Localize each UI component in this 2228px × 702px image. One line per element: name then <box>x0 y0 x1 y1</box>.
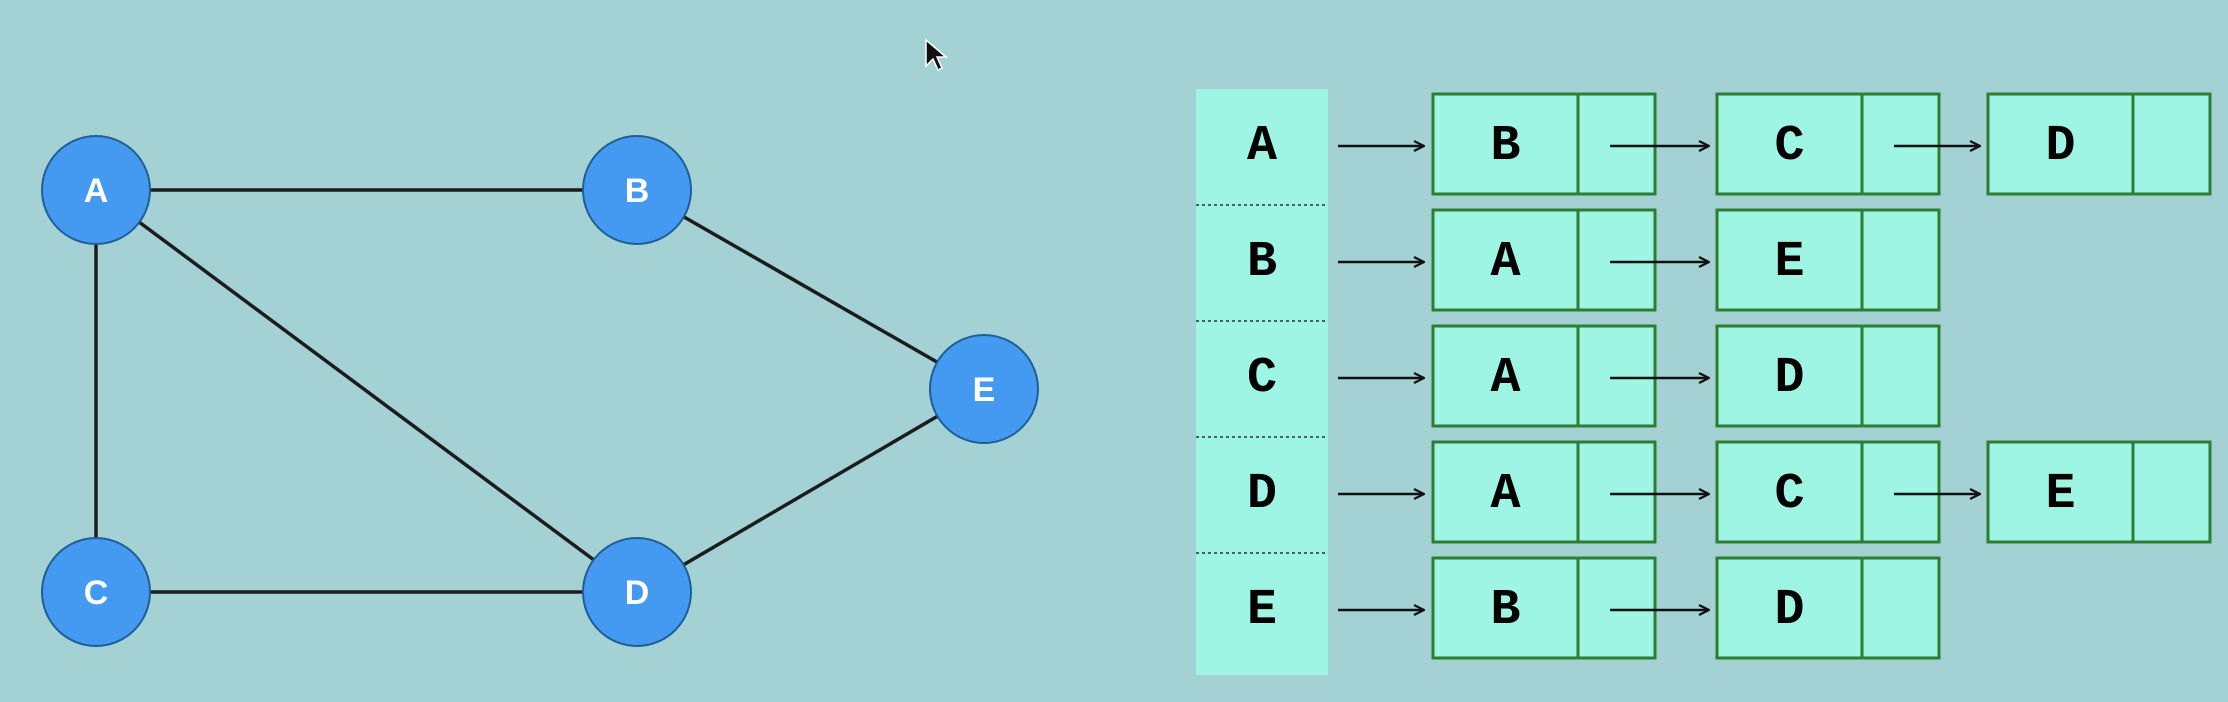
node-circle <box>41 537 151 647</box>
head-a: A <box>1247 118 1277 175</box>
list-node-value: B <box>1490 118 1520 175</box>
edge-d-e <box>636 387 985 594</box>
list-node-box <box>1986 92 2212 196</box>
list-node-value: C <box>1774 118 1804 175</box>
list-node-box <box>1715 92 1941 196</box>
list-node-d-c: C <box>1715 440 1980 544</box>
edge-b-e <box>636 188 985 391</box>
list-node-b-a: A <box>1431 208 1709 312</box>
head-d: D <box>1247 466 1277 523</box>
node-a: A <box>41 135 151 245</box>
list-node-d-e: E <box>1986 440 2212 544</box>
list-node-e-d: D <box>1715 556 1941 660</box>
node-label: B <box>625 172 650 210</box>
node-label: D <box>625 574 650 612</box>
adjacency-list-panel: A B C D E B C D A E A D A C E B D <box>1196 89 2212 675</box>
list-node-box <box>1431 440 1657 544</box>
node-circle <box>929 334 1039 444</box>
list-node-value: C <box>1774 466 1804 523</box>
node-d: D <box>582 537 692 647</box>
list-node-c-a: A <box>1431 324 1709 428</box>
head-column: A B C D E <box>1196 89 1328 675</box>
node-circle <box>582 537 692 647</box>
head-c: C <box>1247 350 1277 407</box>
head-e: E <box>1247 582 1277 639</box>
node-e: E <box>929 334 1039 444</box>
list-node-value: A <box>1490 234 1520 291</box>
nodes-layer: A B C D E <box>41 135 1039 647</box>
list-node-value: D <box>1774 582 1804 639</box>
node-label: E <box>973 371 996 409</box>
node-c: C <box>41 537 151 647</box>
edge-a-d <box>94 188 639 594</box>
mouse-cursor-icon <box>925 38 949 72</box>
list-node-value: A <box>1490 350 1520 407</box>
node-circle <box>41 135 151 245</box>
linked-lists: B C D A E A D A C E B D <box>1338 92 2212 660</box>
list-node-box <box>1431 556 1657 660</box>
list-node-a-c: C <box>1715 92 1980 196</box>
list-node-b-e: E <box>1715 208 1941 312</box>
list-node-a-d: D <box>1986 92 2212 196</box>
list-node-box <box>1715 440 1941 544</box>
list-node-value: E <box>1774 234 1804 291</box>
list-node-a-b: B <box>1431 92 1709 196</box>
node-label: A <box>84 172 109 210</box>
list-node-box <box>1431 324 1657 428</box>
head-b: B <box>1247 234 1277 291</box>
list-node-box <box>1715 324 1941 428</box>
list-node-value: D <box>2045 118 2075 175</box>
node-label: C <box>84 574 109 612</box>
list-node-box <box>1715 208 1941 312</box>
list-node-c-d: D <box>1715 324 1941 428</box>
list-node-value: D <box>1774 350 1804 407</box>
list-node-box <box>1431 92 1657 196</box>
list-node-value: E <box>2045 466 2075 523</box>
list-node-box <box>1431 208 1657 312</box>
list-node-box <box>1715 556 1941 660</box>
list-node-value: A <box>1490 466 1520 523</box>
list-node-e-b: B <box>1431 556 1709 660</box>
list-node-value: B <box>1490 582 1520 639</box>
head-column-bg <box>1196 89 1328 675</box>
edges-layer <box>94 188 985 594</box>
graph-panel: A B C D E <box>41 135 1039 647</box>
list-node-d-a: A <box>1431 440 1709 544</box>
list-node-box <box>1986 440 2212 544</box>
node-circle <box>582 135 692 245</box>
node-b: B <box>582 135 692 245</box>
